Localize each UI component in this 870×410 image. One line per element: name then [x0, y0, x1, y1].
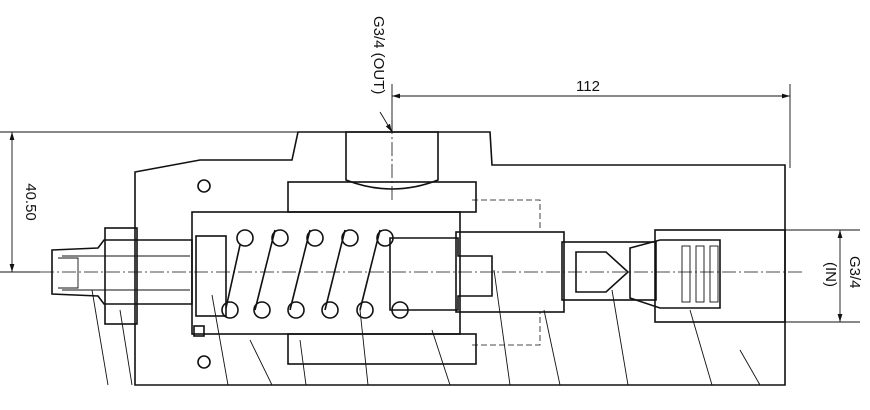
inlet-insert — [629, 239, 721, 309]
dimension-height: 40.50 — [0, 131, 298, 273]
spring-coil-top-5 — [376, 229, 394, 247]
adjusting-screw — [51, 239, 193, 305]
spring — [221, 229, 409, 319]
outlet-port-label: G3/4 (OUT) — [370, 16, 387, 94]
piston — [389, 237, 493, 311]
spring-coil-top-1 — [236, 229, 254, 247]
spring-coil-bot-6 — [391, 301, 409, 319]
spring-coil-bot-1 — [221, 301, 239, 319]
spring-coil-top-4 — [341, 229, 359, 247]
pilot-seat-bore — [561, 241, 657, 301]
inlet-port-bore — [654, 229, 786, 323]
upper-chamber — [287, 181, 477, 213]
outlet-callout: G3/4 (OUT) — [370, 16, 393, 133]
seal-left — [193, 325, 205, 337]
dimension-length: 112 — [391, 78, 791, 168]
spring-coil-bot-4 — [321, 301, 339, 319]
lower-chamber — [287, 333, 477, 365]
spring-coil-bot-5 — [356, 301, 374, 319]
valve-body — [134, 131, 786, 386]
o-ring-bottom — [197, 355, 211, 369]
spring-coil-bot-2 — [253, 301, 271, 319]
insert-slots — [681, 245, 719, 303]
pilot-passage — [472, 199, 541, 346]
spring-cap — [195, 235, 227, 317]
main-bore — [191, 211, 461, 335]
spring-coil-bot-3 — [287, 301, 305, 319]
lock-nut — [104, 227, 138, 325]
inlet-port-label: (IN) — [822, 262, 839, 287]
spring-coil-top-3 — [306, 229, 324, 247]
inlet-dimension: G3/4 (IN) — [785, 229, 863, 323]
pilot-poppet — [575, 251, 630, 293]
dimension-height-label: 40.50 — [22, 183, 39, 221]
inlet-thread-label: G3/4 — [846, 256, 863, 289]
screw-thread — [62, 255, 190, 291]
screw-hex-socket — [58, 257, 79, 289]
spring-coil-top-2 — [271, 229, 289, 247]
leader-lines — [91, 269, 761, 386]
o-ring-top — [197, 179, 211, 193]
dimension-length-label: 112 — [576, 78, 600, 95]
